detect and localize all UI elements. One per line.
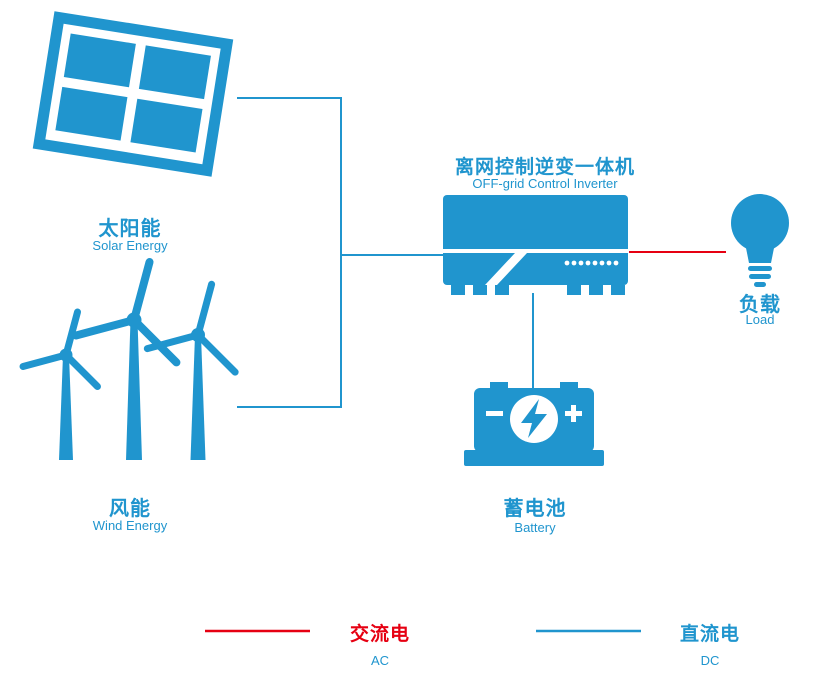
light-bulb-icon (731, 194, 789, 287)
solar-label-zh: 太阳能 (98, 218, 162, 240)
battery-label-zh: 蓄电池 (503, 498, 567, 520)
battery-icon (464, 382, 604, 466)
legend-dc-label-zh: 直流电 (679, 624, 740, 645)
wind-label-zh: 风能 (109, 498, 151, 520)
dc-connector-lines (237, 97, 534, 408)
legend-ac-label-zh: 交流电 (349, 624, 410, 645)
legend-dc-label-en: DC (700, 653, 720, 668)
battery-label-en: Battery (514, 520, 556, 535)
load-label-zh: 负载 (739, 294, 781, 316)
legend-ac-label-en: AC (370, 653, 390, 668)
solar-label-en: Solar Energy (92, 238, 168, 253)
inverter-icon (443, 195, 628, 295)
inverter-label-zh: 离网控制逆变一体机 (454, 157, 635, 178)
inverter-label-en: OFF-grid Control Inverter (472, 176, 618, 191)
wind-turbines-icon (19, 258, 239, 460)
wind-label-en: Wind Energy (92, 518, 168, 533)
solar-panel-icon (32, 11, 234, 177)
load-label-en: Load (745, 312, 775, 327)
